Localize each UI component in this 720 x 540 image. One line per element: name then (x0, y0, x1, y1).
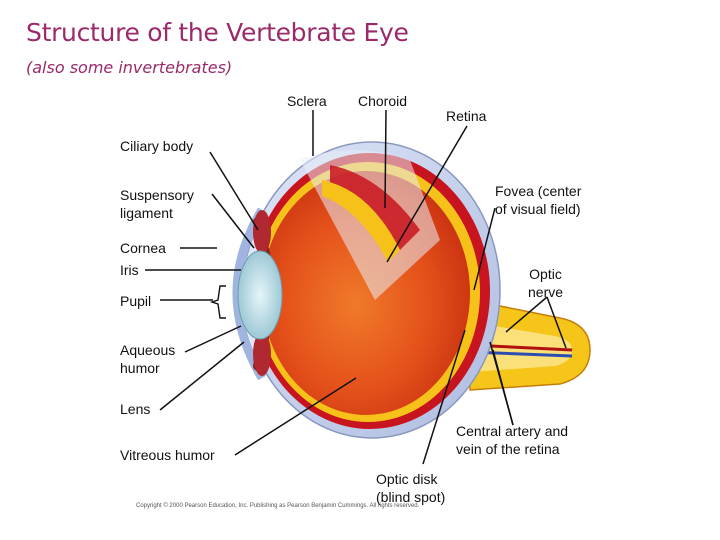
label-optic-disk-line-2: (blind spot) (376, 489, 446, 505)
label-optic-nerve-line-2: nerve (528, 284, 564, 300)
lens-shape (237, 250, 283, 340)
copyright-notice: Copyright © 2000 Pearson Education, Inc.… (136, 503, 420, 509)
label-vitreous-humor: Vitreous humor (120, 447, 215, 463)
label-optic-disk: Optic disk (blind spot) (376, 470, 445, 506)
label-fovea: Fovea (center of visual field) (495, 182, 581, 218)
label-lens: Lens (120, 401, 151, 417)
ciliary-body-bottom (253, 332, 271, 376)
page-title: Structure of the Vertebrate Eye (26, 18, 409, 47)
ciliary-body-top (253, 210, 271, 254)
label-retina: Retina (446, 108, 487, 124)
label-suspensory-ligament: Suspensory ligament (120, 186, 194, 222)
page-subtitle: (also some invertebrates) (26, 58, 233, 77)
label-optic-nerve: Optic nerve (528, 265, 563, 301)
cornea-shape (232, 207, 266, 381)
label-cornea: Cornea (120, 240, 166, 256)
label-ciliary-body: Ciliary body (120, 138, 194, 154)
label-fovea-line-2: of visual field) (495, 201, 581, 217)
label-suspensory-line-1: Suspensory (120, 187, 194, 203)
label-sclera: Sclera (287, 93, 327, 109)
label-fovea-line-1: Fovea (center (495, 183, 582, 199)
label-optic-nerve-line-1: Optic (529, 266, 562, 282)
label-central-artery-line-2: vein of the retina (456, 441, 560, 457)
pupil-bracket (209, 285, 226, 319)
label-pupil: Pupil (120, 293, 152, 309)
label-aqueous-line-2: humor (120, 360, 160, 376)
label-optic-disk-line-1: Optic disk (376, 471, 438, 487)
label-aqueous-line-1: Aqueous (120, 342, 176, 358)
label-aqueous-humor: Aqueous humor (120, 341, 175, 377)
label-suspensory-line-2: ligament (120, 205, 173, 221)
label-iris: Iris (120, 262, 139, 278)
label-central-artery-vein: Central artery and vein of the retina (456, 422, 568, 458)
leader-lines (145, 109, 567, 465)
label-choroid: Choroid (358, 93, 408, 109)
label-central-artery-line-1: Central artery and (456, 423, 569, 439)
